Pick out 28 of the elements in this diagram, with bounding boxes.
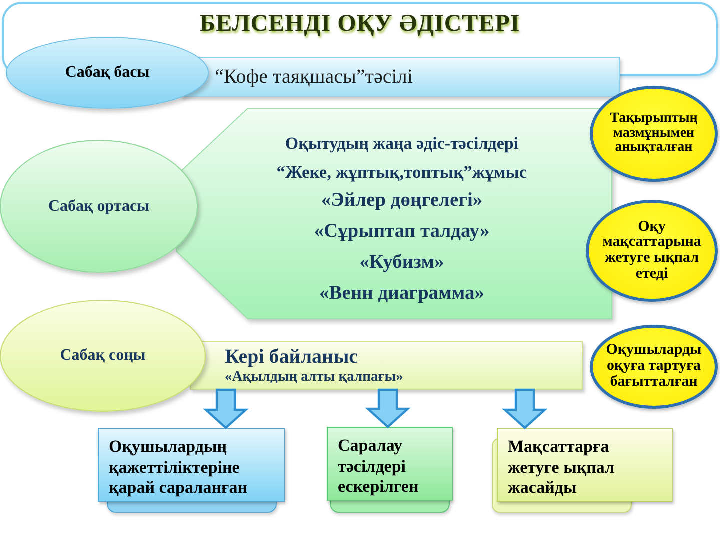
note-text: Оқу мақсаттарына жетуге ықпал етеді xyxy=(602,220,702,282)
stage-ellipse xyxy=(0,140,198,273)
block-arrow xyxy=(203,388,249,430)
panel-heading: Оқытудың жаңа әдіс-тәсілдері xyxy=(285,133,519,155)
block-arrow xyxy=(502,388,548,430)
block-arrow xyxy=(365,388,411,428)
method-item: “Жеке, жұптық,топтық”жұмыс xyxy=(276,160,528,184)
stage-label: Сабақ ортасы xyxy=(48,198,150,216)
method-item: «Венн диаграмма» xyxy=(320,282,484,306)
card-text: Саралау тәсілдері ескерілген xyxy=(338,436,420,498)
card-text: Мақсаттарға жетуге ықпал жасайды xyxy=(508,437,616,500)
stage-label: Сабақ басы xyxy=(65,64,150,82)
note-text: Оқушыларды оқуға тартуға бағытталған xyxy=(605,343,703,391)
note-text: Тақырыптың мазмұнымен анықталған xyxy=(609,112,699,156)
diagram-title: БЕЛСЕНДІ ОҚУ ӘДІСТЕРІ xyxy=(198,11,522,38)
outcome-card xyxy=(98,428,285,502)
feedback-title: Кері байланыс xyxy=(225,346,358,369)
stage-label: Сабақ соңы xyxy=(60,347,146,365)
method-item: «Сұрыптап талдау» xyxy=(314,220,490,244)
method-text: “Кофе таяқшасы”тәсілі xyxy=(215,66,413,88)
note-circle xyxy=(590,325,718,409)
feedback-band xyxy=(190,341,583,390)
method-item: «Эйлер дөңгелегі» xyxy=(321,188,483,212)
outcome-card xyxy=(327,427,453,501)
outcome-card xyxy=(497,428,673,502)
feedback-subtitle: «Ақылдың алты қалпағы» xyxy=(225,368,404,386)
method-item: «Кубизм» xyxy=(360,250,444,274)
card-text: Оқушылардың қажеттіліктеріне қарай сараланған xyxy=(109,437,248,500)
